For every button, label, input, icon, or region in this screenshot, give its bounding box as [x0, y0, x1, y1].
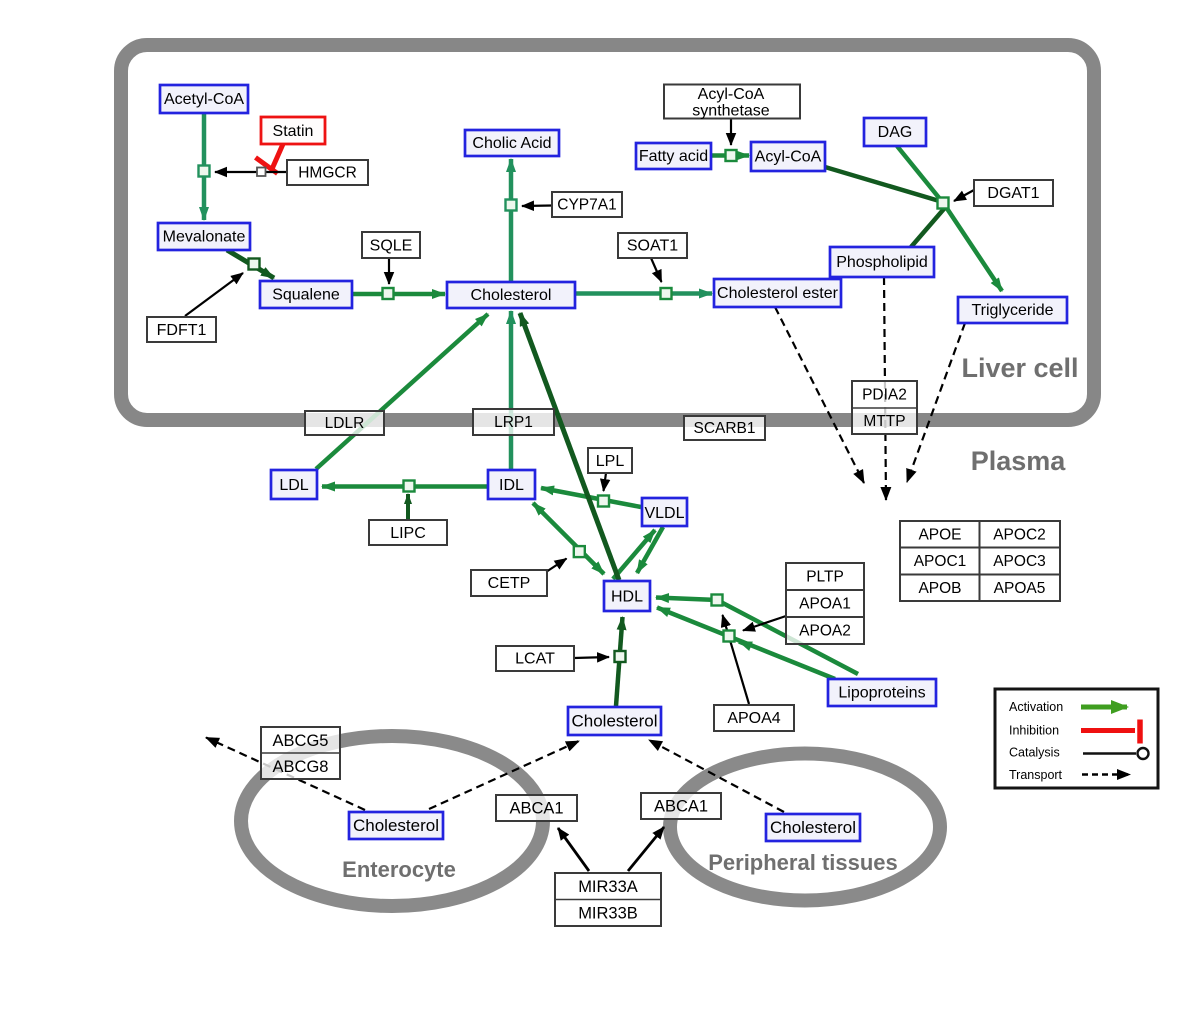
svg-text:Acetyl-CoA: Acetyl-CoA	[164, 91, 244, 108]
svg-text:Activation: Activation	[1009, 700, 1063, 714]
svg-text:LDLR: LDLR	[325, 415, 365, 432]
svg-text:Fatty acid: Fatty acid	[639, 148, 708, 165]
svg-text:Liver cell: Liver cell	[961, 353, 1078, 383]
svg-text:APOB: APOB	[918, 580, 961, 597]
svg-text:Peripheral tissues: Peripheral tissues	[708, 850, 898, 875]
svg-text:CYP7A1: CYP7A1	[557, 197, 616, 214]
svg-text:APOA5: APOA5	[994, 580, 1046, 597]
svg-text:Cholic Acid: Cholic Acid	[472, 135, 551, 152]
svg-text:HDL: HDL	[611, 589, 643, 606]
svg-text:LRP1: LRP1	[494, 414, 533, 431]
svg-text:IDL: IDL	[499, 477, 524, 494]
svg-text:Catalysis: Catalysis	[1009, 746, 1060, 760]
svg-text:FDFT1: FDFT1	[157, 322, 207, 339]
svg-text:VLDL: VLDL	[644, 505, 684, 522]
svg-text:DGAT1: DGAT1	[987, 185, 1039, 202]
svg-text:MTTP: MTTP	[863, 413, 905, 430]
svg-text:ABCG8: ABCG8	[273, 758, 329, 776]
svg-text:SQLE: SQLE	[370, 238, 413, 255]
svg-text:HMGCR: HMGCR	[298, 165, 357, 182]
svg-text:LPL: LPL	[596, 453, 625, 470]
svg-text:MIR33A: MIR33A	[578, 878, 638, 896]
svg-text:Enterocyte: Enterocyte	[342, 857, 456, 882]
svg-text:Statin: Statin	[273, 123, 314, 140]
svg-text:Squalene: Squalene	[272, 287, 340, 304]
svg-text:Triglyceride: Triglyceride	[971, 302, 1053, 319]
svg-text:APOC1: APOC1	[914, 553, 967, 570]
svg-text:APOA1: APOA1	[799, 596, 851, 613]
svg-text:ABCA1: ABCA1	[509, 800, 563, 818]
svg-text:Mevalonate: Mevalonate	[163, 229, 246, 246]
svg-text:Transport: Transport	[1009, 768, 1063, 782]
svg-text:Acyl-CoA: Acyl-CoA	[755, 149, 822, 166]
svg-text:LDL: LDL	[279, 477, 308, 494]
svg-text:PDIA2: PDIA2	[862, 387, 907, 404]
svg-text:PLTP: PLTP	[806, 569, 844, 586]
svg-text:APOA4: APOA4	[727, 710, 780, 727]
svg-text:APOE: APOE	[918, 527, 961, 544]
svg-text:Phospholipid: Phospholipid	[836, 254, 928, 271]
svg-text:Cholesterol: Cholesterol	[471, 287, 552, 304]
svg-text:Cholesterol: Cholesterol	[572, 712, 658, 731]
svg-text:SOAT1: SOAT1	[627, 238, 678, 255]
svg-text:CETP: CETP	[488, 575, 531, 592]
svg-text:Plasma: Plasma	[971, 446, 1067, 476]
svg-text:DAG: DAG	[878, 124, 913, 141]
svg-text:Cholesterol ester: Cholesterol ester	[717, 285, 839, 302]
svg-text:synthetase: synthetase	[692, 103, 769, 120]
svg-text:MIR33B: MIR33B	[578, 905, 638, 923]
svg-text:Acyl-CoA: Acyl-CoA	[698, 86, 765, 103]
svg-text:APOA2: APOA2	[799, 623, 851, 640]
svg-text:APOC2: APOC2	[993, 527, 1046, 544]
svg-text:LIPC: LIPC	[390, 525, 426, 542]
svg-text:ABCG5: ABCG5	[273, 732, 329, 750]
svg-text:ABCA1: ABCA1	[654, 798, 708, 816]
svg-text:Cholesterol: Cholesterol	[353, 816, 439, 835]
svg-text:LCAT: LCAT	[515, 651, 555, 668]
svg-text:APOC3: APOC3	[993, 553, 1046, 570]
svg-text:Cholesterol: Cholesterol	[770, 818, 856, 837]
svg-text:Lipoproteins: Lipoproteins	[838, 685, 925, 702]
svg-text:SCARB1: SCARB1	[693, 420, 755, 437]
svg-text:Inhibition: Inhibition	[1009, 724, 1059, 738]
